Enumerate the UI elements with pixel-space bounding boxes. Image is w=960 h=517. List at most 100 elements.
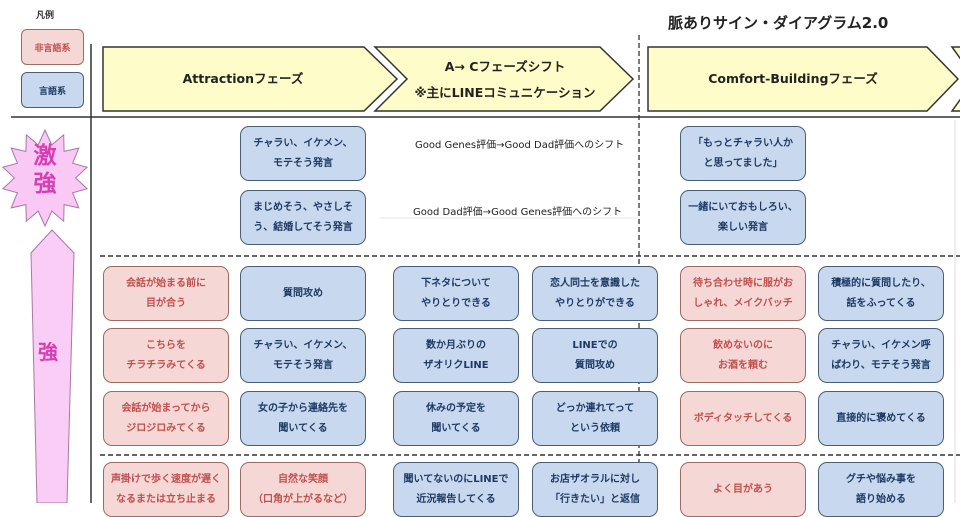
- signal-text-line: モテそう発言: [273, 359, 333, 371]
- shift-phase-arrow: [373, 46, 635, 112]
- verbal-signal-box: 聞いてないのにLINEで近況報告してくる: [393, 462, 519, 517]
- signal-text-line: 聞いてくる: [278, 422, 328, 434]
- legend-verbal: 言語系: [21, 72, 84, 108]
- signal-text-line: 休みの予定を: [426, 402, 486, 414]
- signal-text-line: 下ネタについて: [421, 277, 491, 289]
- signal-text-line: 飲めないのに: [713, 339, 773, 351]
- verbal-signal-box: チャラい、イケメン呼ばわり、モテそう発言: [818, 328, 944, 383]
- signal-text-line: こちらを: [146, 339, 186, 351]
- verbal-signal-box: 数か月ぶりのザオリクLINE: [393, 328, 519, 383]
- signal-text-line: 会話が始まってから: [121, 402, 211, 414]
- strong-label: 強: [38, 340, 58, 364]
- nonverbal-signal-box: ボディタッチしてくる: [680, 391, 806, 446]
- shift-phase-label: A→ Cフェーズシフト ※主にLINEコミュニケーション: [390, 54, 620, 106]
- signal-text-line: （口角が上がるなど）: [253, 493, 353, 505]
- signal-text-line: 待ち合わせ時に服がお: [693, 277, 793, 289]
- signal-text-line: と思ってました」: [703, 157, 783, 169]
- signal-text-line: 「行きたい」と返信: [550, 493, 640, 505]
- signal-text-line: 質問攻め: [575, 359, 615, 371]
- signal-text-line: う、結婚してそう発言: [253, 221, 353, 233]
- verbal-signal-box: チャラい、イケメン、モテそう発言: [240, 126, 366, 181]
- verbal-signal-box: 質問攻め: [240, 266, 366, 321]
- signal-text-line: グチや悩み事を: [846, 473, 916, 485]
- verbal-signal-box: 「もっとチャラい人かと思ってました」: [680, 126, 806, 181]
- attraction-phase-label: Attractionフェーズ: [182, 71, 304, 86]
- signal-text-line: お酒を頼む: [718, 359, 768, 371]
- signal-text-line: お店ザオラルに対し: [550, 473, 640, 485]
- signal-text-line: チラチラみてくる: [126, 359, 206, 371]
- signal-text-line: よく目があう: [713, 483, 773, 495]
- signal-text-line: LINEでの: [572, 339, 618, 351]
- signal-text-line: どっか連れてって: [555, 402, 635, 414]
- next-phase-arrow: [950, 46, 960, 112]
- verbal-signal-box: お店ザオラルに対し「行きたい」と返信: [532, 462, 658, 517]
- signal-text-line: チャラい、イケメン、: [253, 137, 353, 149]
- signal-text-line: 恋人同士を意識した: [550, 277, 640, 289]
- verbal-signal-box: 下ネタについてやりとりできる: [393, 266, 519, 321]
- nonverbal-signal-box: こちらをチラチラみてくる: [103, 328, 229, 383]
- signal-text-line: なるまたは立ち止まる: [116, 493, 216, 505]
- strong-arrow-shape: [30, 229, 75, 503]
- nonverbal-signal-box: 会話が始まる前に目が合う: [103, 266, 229, 321]
- signal-text-line: 自然な笑顔: [278, 473, 328, 485]
- signal-text-line: 楽しい発言: [718, 221, 768, 233]
- verbal-signal-box: LINEでの質問攻め: [532, 328, 658, 383]
- comfort-phase-label: Comfort-Buildingフェーズ: [708, 71, 878, 86]
- signal-text-line: 数か月ぶりの: [426, 339, 486, 351]
- signal-text-line: ばわり、モテそう発言: [831, 359, 931, 371]
- nonverbal-signal-box: 会話が始まってからジロジロみてくる: [103, 391, 229, 446]
- signal-text-line: 聞いてないのにLINEで: [403, 473, 509, 485]
- nonverbal-signal-box: 飲めないのにお酒を頼む: [680, 328, 806, 383]
- comfort-phase-arrow: [647, 46, 960, 112]
- signal-text-line: 話をふってくる: [846, 297, 916, 309]
- very-strong-label: 激強: [33, 143, 57, 197]
- signal-text-line: しゃれ、メイクバッチ: [693, 297, 793, 309]
- signal-text-line: 一緒にいておもしろい、: [688, 201, 798, 213]
- shift-note-genes-to-dad: Good Genes評価→Good Dad評価へのシフト: [415, 140, 625, 151]
- verbal-signal-box: グチや悩み事を語り始める: [818, 462, 944, 517]
- signal-text-line: ボディタッチしてくる: [693, 412, 793, 424]
- very-strong-star-shape: [1, 128, 89, 228]
- signal-text-line: モテそう発言: [273, 157, 333, 169]
- signal-text-line: 質問攻め: [283, 287, 323, 299]
- verbal-signal-box: 積極的に質問したり、話をふってくる: [818, 266, 944, 321]
- attraction-phase-arrow: [102, 46, 399, 112]
- legend-title: 凡例: [36, 11, 55, 21]
- signal-text-line: やりとりできる: [421, 297, 491, 309]
- verbal-signal-box: 直接的に褒めてくる: [818, 391, 944, 446]
- legend-nonverbal: 非言語系: [21, 29, 84, 65]
- signal-text-line: ジロジロみてくる: [126, 422, 206, 434]
- signal-text-line: チャラい、イケメン呼: [831, 339, 931, 351]
- page-title: 脈ありサイン・ダイアグラム2.0: [668, 14, 889, 32]
- signal-text-line: 目が合う: [146, 297, 186, 309]
- signal-text-line: 聞いてくる: [431, 422, 481, 434]
- signal-text-line: やりとりができる: [555, 297, 635, 309]
- signal-text-line: 積極的に質問したり、: [831, 277, 931, 289]
- diagram-frame: [1, 35, 960, 503]
- signal-text-line: まじめそう、やさしそ: [253, 201, 353, 213]
- signal-text-line: 会話が始まる前に: [126, 277, 206, 289]
- verbal-signal-box: 一緒にいておもしろい、楽しい発言: [680, 190, 806, 245]
- nonverbal-signal-box: 自然な笑顔 （口角が上がるなど）: [240, 462, 366, 517]
- signal-text-line: 声掛けで歩く速度が遅く: [111, 473, 221, 485]
- verbal-signal-box: まじめそう、やさしそう、結婚してそう発言: [240, 190, 366, 245]
- signal-text-line: ザオリクLINE: [423, 359, 489, 371]
- nonverbal-signal-box: よく目があう: [680, 462, 806, 517]
- verbal-signal-box: どっか連れてってという依頼: [532, 391, 658, 446]
- shift-phase-title: A→ Cフェーズシフト: [444, 59, 566, 74]
- signal-text-line: 語り始める: [856, 493, 906, 505]
- nonverbal-signal-box: 声掛けで歩く速度が遅くなるまたは立ち止まる: [103, 462, 229, 517]
- signal-text-line: 女の子から連絡先を: [258, 402, 348, 414]
- nonverbal-signal-box: 待ち合わせ時に服がおしゃれ、メイクバッチ: [680, 266, 806, 321]
- signal-text-line: 近況報告してくる: [416, 493, 496, 505]
- shift-phase-note: ※主にLINEコミュニケーション: [414, 85, 596, 100]
- verbal-signal-box: 女の子から連絡先を聞いてくる: [240, 391, 366, 446]
- signal-text-line: という依頼: [570, 422, 620, 434]
- signal-text-line: 直接的に褒めてくる: [836, 412, 926, 424]
- verbal-signal-box: 休みの予定を聞いてくる: [393, 391, 519, 446]
- signal-text-line: チャラい、イケメン、: [253, 339, 353, 351]
- signal-text-line: 「もっとチャラい人か: [693, 137, 793, 149]
- verbal-signal-box: 恋人同士を意識したやりとりができる: [532, 266, 658, 321]
- verbal-signal-box: チャラい、イケメン、モテそう発言: [240, 328, 366, 383]
- shift-note-dad-to-genes: Good Dad評価→Good Genes評価へのシフト: [413, 207, 623, 218]
